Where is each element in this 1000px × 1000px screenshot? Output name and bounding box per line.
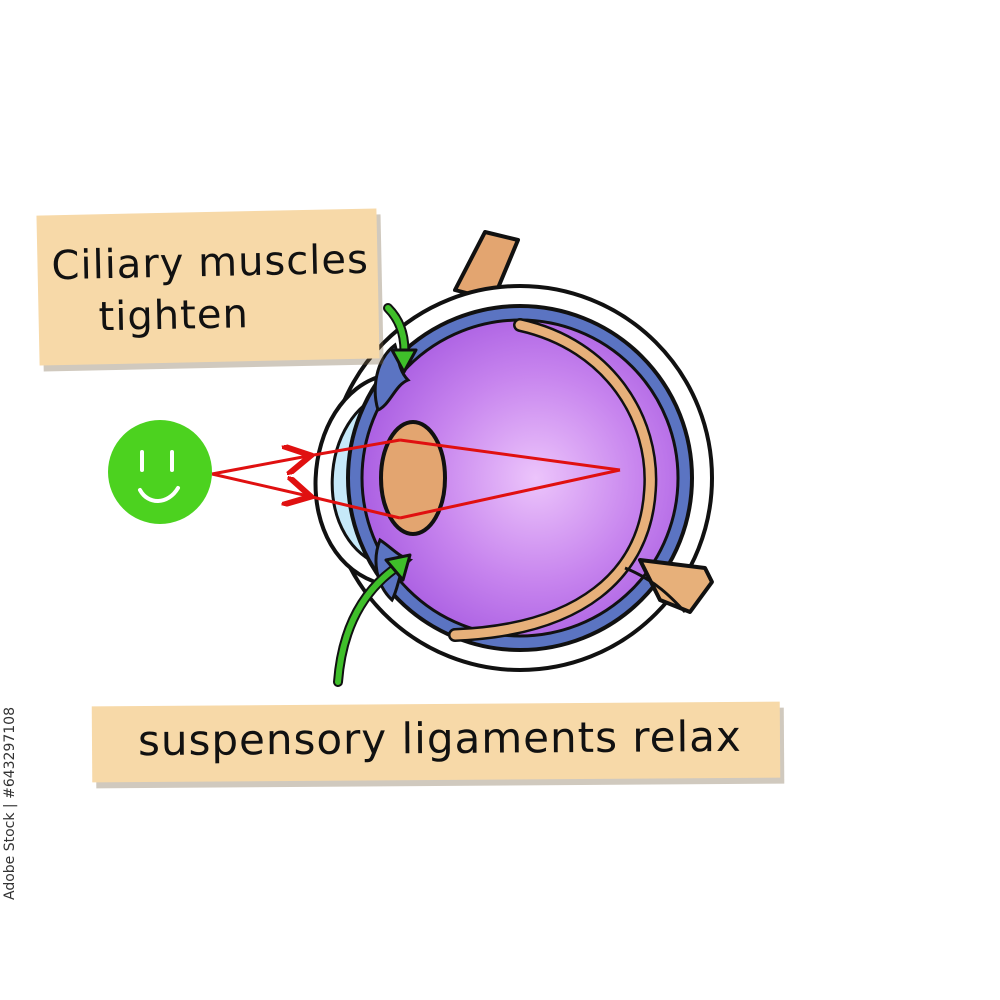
ciliary-muscles-label: Ciliary muscles tighten: [36, 208, 380, 366]
lens: [379, 420, 447, 536]
ciliary-label-line-1: Ciliary muscles: [51, 236, 370, 290]
arrow-icon: [383, 303, 418, 374]
light-rays: [211, 438, 621, 520]
suspensory-label-text: suspensory ligaments relax: [137, 711, 742, 766]
suspensory-ligaments-label: suspensory ligaments relax: [91, 701, 781, 783]
smiley-face-icon: [108, 420, 212, 524]
ciliary-label-line-2: tighten: [98, 291, 250, 341]
stock-id: Adobe Stock | #643297108: [2, 707, 18, 900]
optic-nerve: [624, 558, 714, 614]
arrow-icon: [333, 553, 412, 687]
retina: [448, 318, 658, 642]
